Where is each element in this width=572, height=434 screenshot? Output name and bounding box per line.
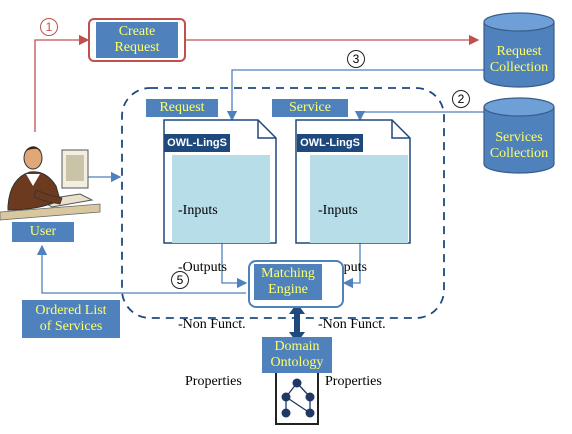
user-label: User — [12, 222, 74, 242]
request-to-engine-arrow — [221, 243, 248, 289]
service-item-nonfunct: -Non Funct. — [318, 317, 386, 332]
service-panel-header: Service — [272, 99, 348, 117]
services-collection-to-service-arrow — [354, 110, 484, 122]
service-content-area — [310, 155, 408, 243]
service-properties-list: -Inputs -Outputs -Non Funct. Properties — [318, 163, 386, 429]
step-3-marker: 3 — [347, 50, 365, 68]
request-item-outputs: -Outputs — [178, 260, 227, 275]
request-collection-to-request-arrow — [226, 69, 484, 122]
request-item-inputs: -Inputs — [178, 203, 218, 218]
engine-ontology-arrowhead-up — [289, 303, 305, 314]
service-to-engine-arrow — [342, 243, 361, 289]
services-collection-label: Services Collection — [489, 130, 549, 161]
step-2-marker: 2 — [452, 90, 470, 108]
matching-engine-label: Matching Engine — [254, 264, 322, 300]
create-request-label: Create Request — [96, 22, 178, 58]
request-collection-cylinder — [483, 12, 555, 88]
step-1-marker: 1 — [40, 18, 58, 36]
request-content-area — [172, 155, 270, 243]
request-panel-header: Request — [146, 99, 218, 117]
request-properties-list: -Inputs -Outputs -Non Funct. Properties — [178, 163, 246, 429]
request-owl-lings-tab: OWL-LingS — [164, 134, 230, 152]
request-collection-label: Request Collection — [489, 44, 549, 75]
service-item-inputs: -Inputs — [318, 203, 358, 218]
user-to-create-request-arrow — [34, 34, 90, 132]
step-5-marker: 5 — [171, 271, 189, 289]
ontology-graph-icon — [275, 373, 319, 425]
service-item-properties: Properties — [318, 374, 382, 389]
request-item-properties: Properties — [178, 374, 242, 389]
engine-to-user-arrow — [36, 244, 246, 294]
request-item-nonfunct: -Non Funct. — [178, 317, 246, 332]
ordered-list-label: Ordered List of Services — [22, 300, 120, 338]
system-boundary — [121, 87, 445, 319]
service-owl-lings-tab: OWL-LingS — [297, 134, 363, 152]
services-collection-cylinder — [483, 97, 555, 174]
domain-ontology-label: Domain Ontology — [262, 337, 332, 373]
user-figure-icon — [0, 146, 101, 221]
